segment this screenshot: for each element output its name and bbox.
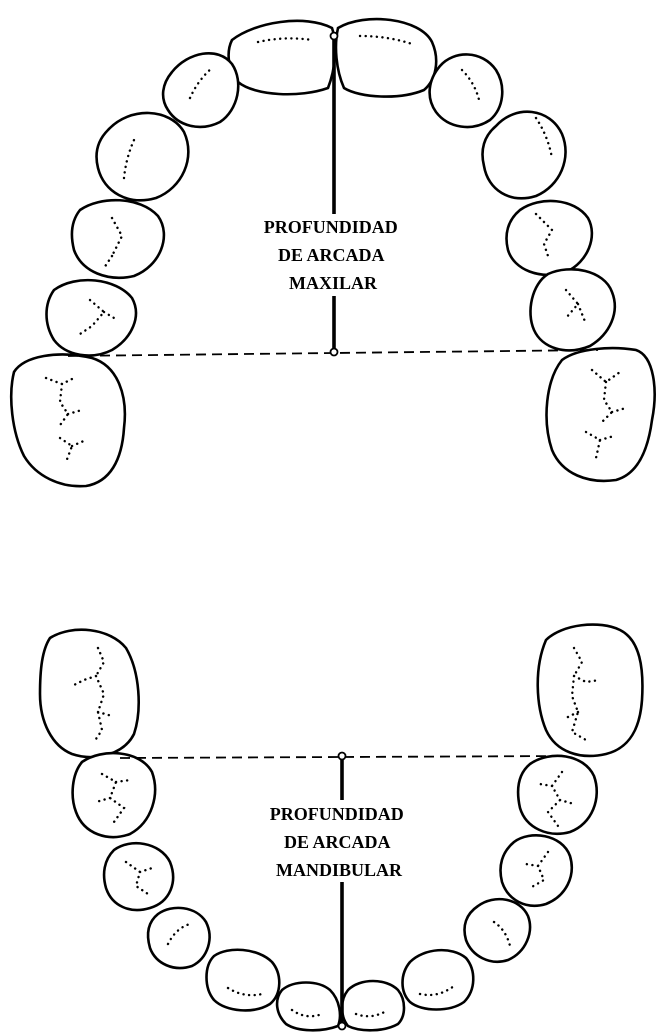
maxillary-first-premolar-right xyxy=(505,199,594,277)
mandibular-midpoint xyxy=(337,751,347,761)
mandibular-canine-right xyxy=(463,897,532,963)
mandibular-first-molar-right xyxy=(536,623,644,758)
maxillary-first-molar-right xyxy=(545,346,656,483)
mandibular-groove-marks xyxy=(70,646,602,1018)
mandibular-label-line-3: MANDIBULAR xyxy=(276,860,403,880)
mandibular-incisal-point xyxy=(337,1021,347,1031)
maxillary-lateral-incisor-right xyxy=(428,53,504,129)
maxillary-label-line-2: DE ARCADA xyxy=(278,245,385,265)
maxillary-canine-left xyxy=(95,111,190,202)
mandibular-canine-left xyxy=(146,906,211,970)
mandibular-arch: PROFUNDIDAD DE ARCADA MANDIBULAR xyxy=(38,623,644,1032)
mandibular-second-premolar-left xyxy=(71,751,157,839)
maxillary-arch: PROFUNDIDAD DE ARCADA MAXILAR xyxy=(9,17,656,488)
maxillary-label-background xyxy=(228,214,438,296)
mandibular-intermolar-line xyxy=(119,755,567,759)
maxillary-label: PROFUNDIDAD DE ARCADA MAXILAR xyxy=(264,217,403,293)
maxillary-first-molar-left xyxy=(9,353,127,488)
mandibular-central-incisor-right xyxy=(340,979,406,1032)
mandibular-central-incisor-left xyxy=(275,981,342,1032)
mandibular-lateral-incisor-left xyxy=(205,948,281,1012)
maxillary-lateral-incisor-left xyxy=(161,52,240,129)
maxillary-second-premolar-left xyxy=(45,278,138,357)
mandibular-label-line-1: PROFUNDIDAD xyxy=(270,804,404,824)
mandibular-lateral-incisor-right xyxy=(401,948,475,1011)
maxillary-groove-marks xyxy=(44,34,628,464)
maxillary-label-line-1: PROFUNDIDAD xyxy=(264,217,398,237)
maxillary-central-incisor-right xyxy=(334,17,438,98)
mandibular-label: PROFUNDIDAD DE ARCADA MANDIBULAR xyxy=(270,804,409,880)
mandibular-label-line-2: DE ARCADA xyxy=(284,832,391,852)
maxillary-central-incisor-left xyxy=(227,19,337,96)
mandibular-first-molar-left xyxy=(38,628,140,759)
maxillary-label-line-3: MAXILAR xyxy=(289,273,378,293)
mandibular-label-background xyxy=(228,800,450,882)
maxillary-second-premolar-right xyxy=(529,268,617,352)
mandibular-first-premolar-right xyxy=(499,834,573,907)
maxillary-first-premolar-left xyxy=(70,198,166,279)
maxillary-canine-right xyxy=(481,110,567,200)
maxillary-midpoint xyxy=(329,347,339,357)
maxillary-incisal-point xyxy=(329,31,339,41)
